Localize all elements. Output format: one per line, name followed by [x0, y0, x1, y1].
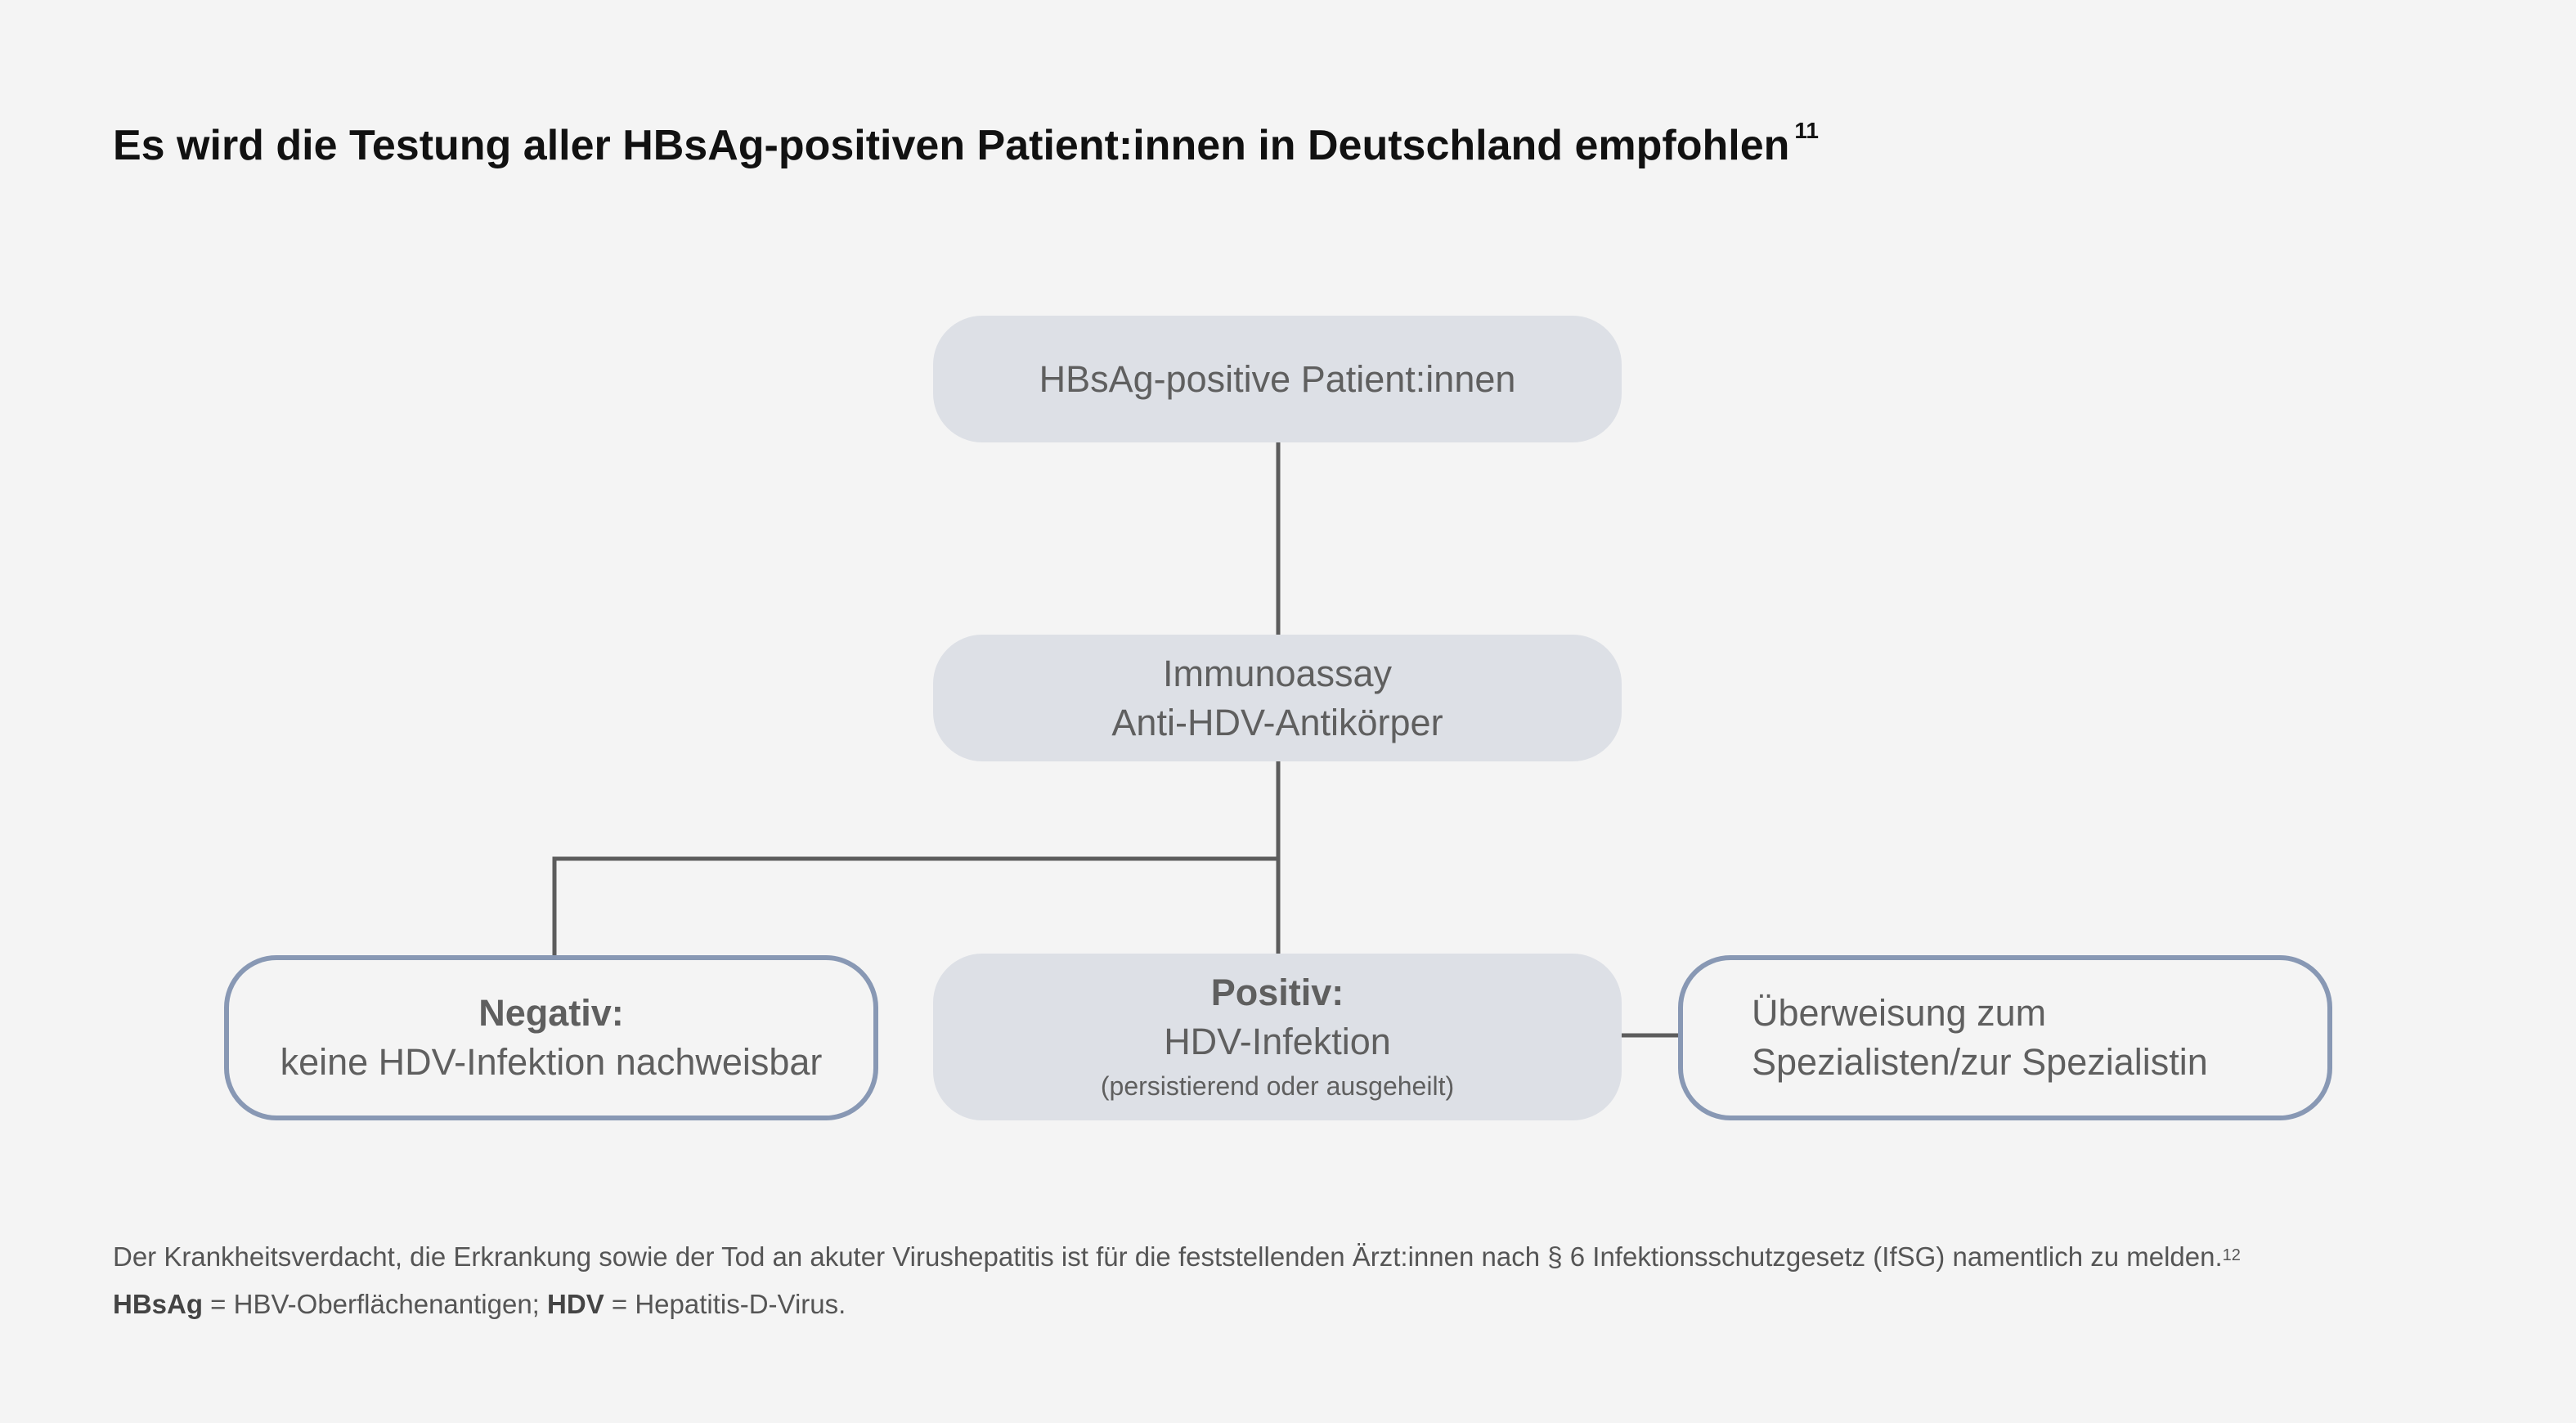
footnote-abbreviations: HBsAg = HBV-Oberflächenantigen; HDV = He… [113, 1281, 2241, 1328]
footnote-reporting-text: Der Krankheitsverdacht, die Erkrankung s… [113, 1241, 2223, 1272]
node-negative-heading: Negativ: [478, 992, 624, 1034]
node-immunoassay-line1: Immunoassay [1162, 652, 1393, 694]
node-referral-line1: Überweisung zum [1752, 992, 2047, 1034]
footnote: Der Krankheitsverdacht, die Erkrankung s… [113, 1233, 2241, 1328]
title-text: Es wird die Testung aller HBsAg-positive… [113, 122, 1790, 169]
node-positive-text: HDV-Infektion [1164, 1021, 1391, 1062]
title-reference: 11 [1794, 118, 1820, 143]
node-negative: Negativ: keine HDV-Infektion nachweisbar [224, 955, 878, 1120]
abbr-hdv-definition: = Hepatitis-D-Virus. [604, 1289, 846, 1319]
connector-immunoassay-to-negative [552, 856, 1278, 955]
node-immunoassay-line2: Anti-HDV-Antikörper [1111, 701, 1443, 743]
node-hbsag-positive-patients: HBsAg-positive Patient:innen [933, 316, 1622, 442]
node-negative-text: keine HDV-Infektion nachweisbar [280, 1041, 823, 1083]
footnote-reporting-ref: 12 [2222, 1246, 2241, 1264]
page-title: Es wird die Testung aller HBsAg-positive… [113, 118, 1820, 170]
node-patients-label: HBsAg-positive Patient:innen [1039, 357, 1516, 400]
node-referral: Überweisung zum Spezialisten/zur Spezial… [1678, 955, 2332, 1120]
abbr-hbsag-definition: = HBV-Oberflächenantigen; [203, 1289, 548, 1319]
footnote-reporting-note: Der Krankheitsverdacht, die Erkrankung s… [113, 1233, 2241, 1281]
node-positive-note: (persistierend oder ausgeheilt) [1100, 1071, 1455, 1101]
abbr-hbsag-term: HBsAg [113, 1289, 204, 1319]
node-positive-heading: Positiv: [1210, 972, 1344, 1013]
node-referral-line2: Spezialisten/zur Spezialistin [1752, 1041, 2208, 1083]
abbr-hdv-term: HDV [547, 1289, 604, 1319]
node-positive: Positiv: HDV-Infektion (persistierend od… [933, 954, 1622, 1120]
node-immunoassay: Immunoassay Anti-HDV-Antikörper [933, 635, 1622, 761]
